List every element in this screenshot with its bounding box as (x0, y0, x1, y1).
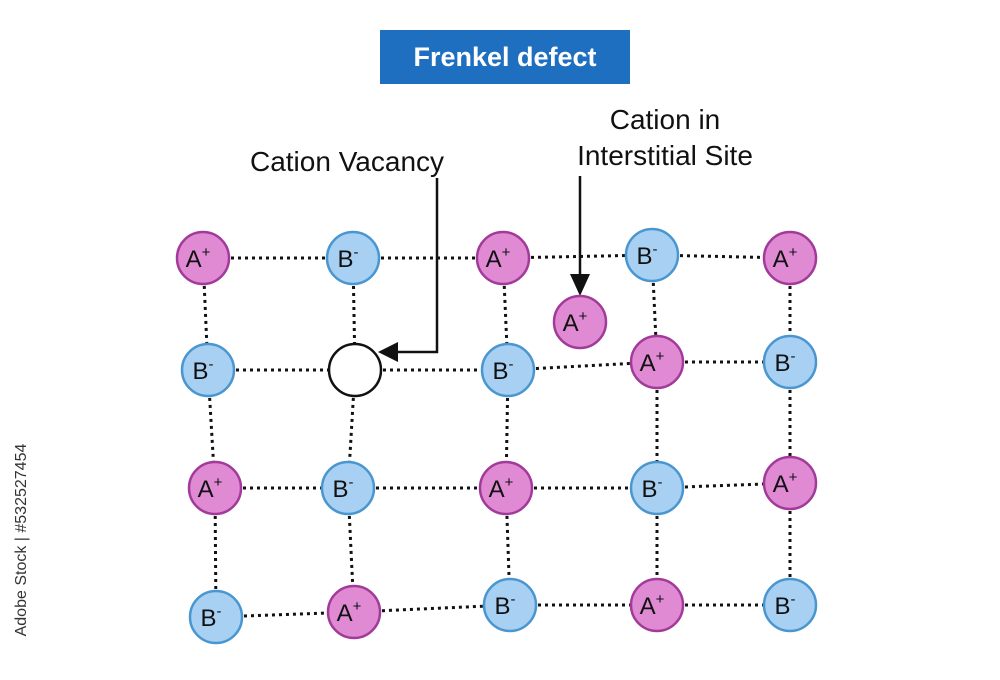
cation-label: A+ (198, 474, 223, 503)
anion-label: B- (332, 474, 353, 503)
anion-ion: B- (624, 227, 680, 283)
anion-label: B- (337, 244, 358, 273)
anion-ion: B- (325, 230, 381, 286)
anion-label: B- (774, 348, 795, 377)
cation-circle (762, 455, 818, 511)
cation-circle (478, 460, 534, 516)
anion-ion: B- (629, 460, 685, 516)
anion-label: B- (774, 591, 795, 620)
anion-circle (320, 460, 376, 516)
cation-circle (475, 230, 531, 286)
anion-ion: B- (180, 342, 236, 398)
cation-label: A+ (640, 591, 665, 620)
cation-vacancy (327, 342, 383, 398)
anion-circle (480, 342, 536, 398)
anion-ion: B- (482, 577, 538, 633)
cation-circle (762, 230, 818, 286)
cation-ion: A+ (175, 230, 231, 286)
bond-vertical (504, 487, 512, 606)
vacancy-label: Cation Vacancy (249, 146, 445, 177)
anion-label: B- (492, 356, 513, 385)
interstitial-label-line2: Interstitial Site (577, 140, 753, 171)
anion-circle (188, 589, 244, 645)
anion-circle (325, 230, 381, 286)
anion-ion: B- (188, 589, 244, 645)
cation-ion: A+ (475, 230, 531, 286)
anion-circle (762, 334, 818, 390)
anion-label: B- (200, 603, 221, 632)
anion-ion: B- (762, 334, 818, 390)
cation-label: A+ (337, 598, 362, 627)
vacancy-arrow (381, 178, 439, 354)
cation-ion: A+ (187, 460, 243, 516)
cation-ion: A+ (762, 230, 818, 286)
cation-label: A+ (773, 469, 798, 498)
bond-horizontal (353, 603, 511, 614)
cation-label: A+ (563, 308, 588, 337)
anion-label: B- (636, 241, 657, 270)
vacancy-arrowhead (378, 342, 398, 362)
anion-circle (629, 460, 685, 516)
anion-ion: B- (320, 460, 376, 516)
cation-circle (552, 294, 608, 350)
cation-label: A+ (640, 348, 665, 377)
interstitial-label-line1: Cation in (609, 104, 721, 135)
anion-circle (762, 577, 818, 633)
cation-ion: A+ (478, 460, 534, 516)
lattice-bonds (201, 253, 792, 619)
cation-label: A+ (486, 244, 511, 273)
cation-label: A+ (489, 474, 514, 503)
anion-circle (624, 227, 680, 283)
title-text: Frenkel defect (413, 41, 597, 72)
cation-ion: A+ (326, 584, 382, 640)
anion-label: B- (641, 474, 662, 503)
cation-circle (629, 577, 685, 633)
interstitial-arrowhead (570, 274, 590, 296)
pointer-arrows (378, 176, 590, 362)
vacancy-circle (327, 342, 383, 398)
cation-circle (629, 334, 685, 390)
cation-ion: A+ (762, 455, 818, 511)
anion-circle (482, 577, 538, 633)
ions: A+ B- A+ B- A+ B- B- A+ B- A+ B- A+ B- A+ B- A+ B- A+ B- A+ (175, 227, 818, 645)
anion-ion: B- (480, 342, 536, 398)
cation-label: A+ (186, 244, 211, 273)
anion-label: B- (494, 591, 515, 620)
title-banner: Frenkel defect (380, 30, 630, 84)
cation-circle (326, 584, 382, 640)
cation-circle (175, 230, 231, 286)
cation-circle (187, 460, 243, 516)
anion-label: B- (192, 356, 213, 385)
cation-ion: A+ (629, 334, 685, 390)
interstitial-cation: A+ (552, 294, 608, 350)
cation-ion: A+ (629, 577, 685, 633)
cation-label: A+ (773, 244, 798, 273)
anion-circle (180, 342, 236, 398)
anion-ion: B- (762, 577, 818, 633)
